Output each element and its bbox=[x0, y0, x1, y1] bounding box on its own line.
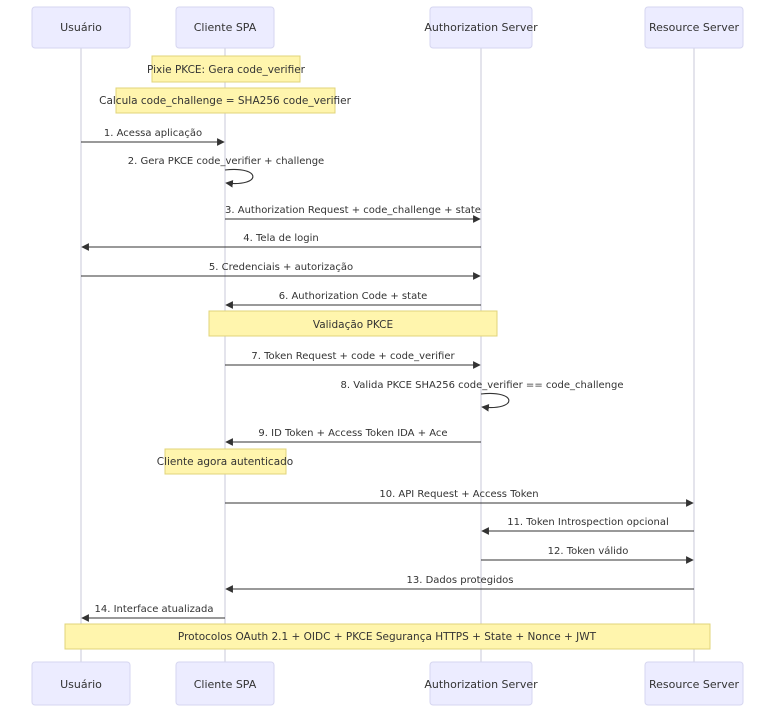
note-text: Protocolos OAuth 2.1 + OIDC + PKCE Segur… bbox=[178, 631, 597, 643]
message-label: 12. Token válido bbox=[548, 545, 629, 557]
message-label: 11. Token Introspection opcional bbox=[507, 517, 669, 528]
message-label: 9. ID Token + Access Token IDA + Ace bbox=[258, 428, 447, 439]
actor-label: Resource Server bbox=[649, 678, 739, 691]
note-validacao-pkce: Validação PKCE bbox=[208, 310, 498, 337]
message-13: 13. Dados protegidos bbox=[225, 575, 694, 593]
message-6: 6. Authorization Code + state bbox=[225, 291, 481, 309]
message-label: 4. Tela de login bbox=[243, 233, 318, 244]
actor-cliente-spa-bottom: Cliente SPA bbox=[175, 661, 275, 706]
message-7: 7. Token Request + code + code_verifier bbox=[225, 351, 481, 369]
message-label: 8. Valida PKCE SHA256 code_verifier == c… bbox=[341, 380, 624, 391]
actor-label: Cliente SPA bbox=[194, 21, 257, 34]
actor-label: Cliente SPA bbox=[194, 678, 257, 691]
message-2: 2. Gera PKCE code_verifier + challenge bbox=[128, 156, 324, 188]
message-10: 10. API Request + Access Token bbox=[225, 489, 694, 507]
note-text: Pixie PKCE: Gera code_verifier bbox=[147, 64, 306, 76]
actor-authorization-server-bottom: Authorization Server bbox=[424, 661, 538, 706]
message-label: 6. Authorization Code + state bbox=[279, 291, 428, 302]
message-label: 14. Interface atualizada bbox=[95, 604, 214, 615]
actor-usuario-bottom: Usuário bbox=[31, 661, 131, 706]
message-4: 4. Tela de login bbox=[81, 233, 481, 251]
message-9: 9. ID Token + Access Token IDA + Ace bbox=[225, 428, 481, 446]
actor-label: Authorization Server bbox=[424, 678, 538, 691]
note-text: Cliente agora autenticado bbox=[157, 456, 293, 468]
message-label: 13. Dados protegidos bbox=[407, 575, 514, 586]
note-protocolos: Protocolos OAuth 2.1 + OIDC + PKCE Segur… bbox=[64, 623, 711, 650]
message-label: 10. API Request + Access Token bbox=[379, 489, 538, 500]
note-text: Calcula code_challenge = SHA256 code_ver… bbox=[99, 95, 351, 107]
actor-cliente-spa-top: Cliente SPA bbox=[175, 6, 275, 49]
actor-label: Resource Server bbox=[649, 21, 739, 34]
message-14: 14. Interface atualizada bbox=[81, 604, 225, 622]
message-5: 5. Credenciais + autorização bbox=[81, 262, 481, 280]
actor-authorization-server-top: Authorization Server bbox=[424, 6, 538, 49]
message-12: 12. Token válido bbox=[481, 545, 694, 564]
message-1: 1. Acessa aplicação bbox=[81, 128, 225, 146]
actor-label: Authorization Server bbox=[424, 21, 538, 34]
actor-label: Usuário bbox=[60, 678, 102, 691]
note-pixie-pkce: Pixie PKCE: Gera code_verifier bbox=[147, 55, 306, 83]
message-label: 3. Authorization Request + code_challeng… bbox=[225, 205, 481, 216]
note-text: Validação PKCE bbox=[313, 319, 393, 331]
message-label: 7. Token Request + code + code_verifier bbox=[251, 351, 455, 362]
actor-usuario-top: Usuário bbox=[31, 6, 131, 49]
actor-resource-server-top: Resource Server bbox=[644, 6, 744, 49]
actor-label: Usuário bbox=[60, 21, 102, 34]
message-label: 1. Acessa aplicação bbox=[104, 128, 202, 139]
message-label: 5. Credenciais + autorização bbox=[209, 262, 353, 273]
message-label: 2. Gera PKCE code_verifier + challenge bbox=[128, 156, 324, 167]
message-11: 11. Token Introspection opcional bbox=[481, 517, 694, 535]
message-8: 8. Valida PKCE SHA256 code_verifier == c… bbox=[341, 380, 624, 412]
note-cliente-autenticado: Cliente agora autenticado bbox=[157, 448, 293, 475]
actor-resource-server-bottom: Resource Server bbox=[644, 661, 744, 706]
message-3: 3. Authorization Request + code_challeng… bbox=[225, 205, 481, 223]
note-calcula-code-challenge: Calcula code_challenge = SHA256 code_ver… bbox=[99, 87, 352, 114]
